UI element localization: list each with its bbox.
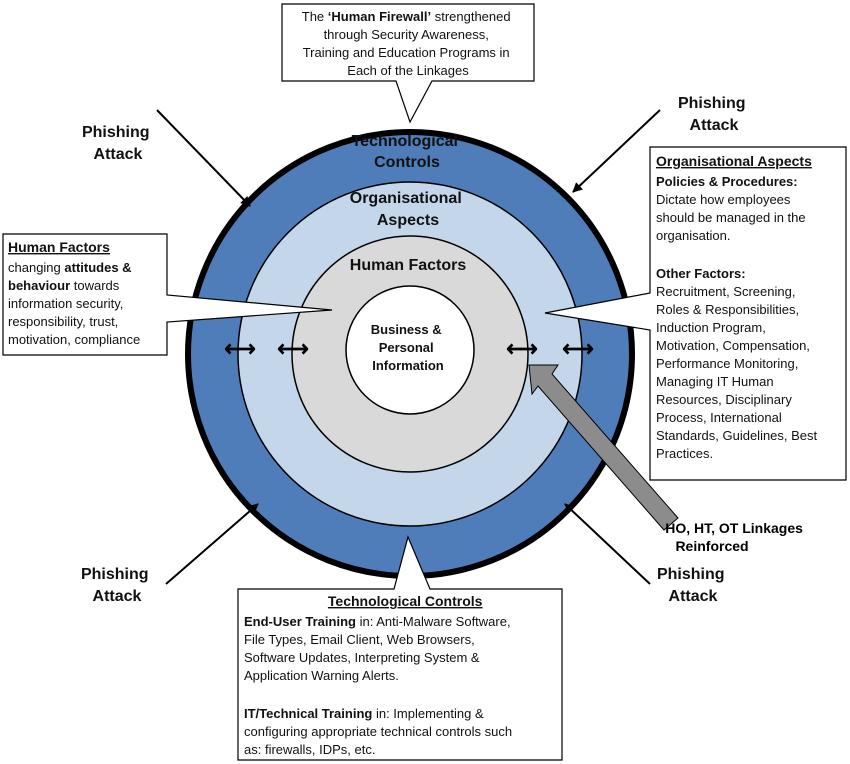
phishing-attack-top-left: Phishing Attack [82,124,154,163]
human-factors-text: Human Factors changing attitudes & behav… [8,239,140,347]
phishing-attack-top-right: Phishing Attack [678,95,750,134]
human-firewall-text: The ‘Human Firewall’ strengthened throug… [302,9,514,78]
business-information-core [345,285,475,415]
linkage-arrow-left-inner: ⟷ [277,336,309,361]
organisational-aspects-callout: Organisational Aspects Policies & Proced… [544,146,847,481]
linkages-label: HO, HT, OT Linkages Reinforced [665,520,807,554]
phishing-arrow-top-right [572,109,661,193]
human-factors-callout: Human Factors changing attitudes & behav… [2,233,333,356]
core-label: Business & Personal Information [371,322,445,373]
phishing-arrow-bottom-left [165,503,259,585]
human-firewall-callout: The ‘Human Firewall’ strengthened throug… [281,3,535,124]
linkage-arrow-right-inner: ⟷ [506,336,538,361]
technological-controls-callout: Technological Controls End-User Training… [237,535,563,761]
phishing-attack-bottom-right: Phishing Attack [657,566,729,605]
human-ring-label: Human Factors [350,257,467,274]
phishing-arrow-top-left [156,109,251,207]
phishing-attack-bottom-left: Phishing Attack [81,566,153,605]
linkages-pointer-arrow [528,364,679,531]
technological-ring-label: Technological Controls [352,133,463,171]
linkage-arrow-left-outer: ⟷ [224,336,256,361]
technological-controls-text: Technological Controls End-User Training… [244,593,516,757]
organisational-ring-label: Organisational Aspects [350,190,466,229]
linkage-arrow-right-outer: ⟷ [562,336,594,361]
phishing-arrow-bottom-right [564,503,651,585]
organisational-aspects-text: Organisational Aspects Policies & Proced… [656,153,821,461]
